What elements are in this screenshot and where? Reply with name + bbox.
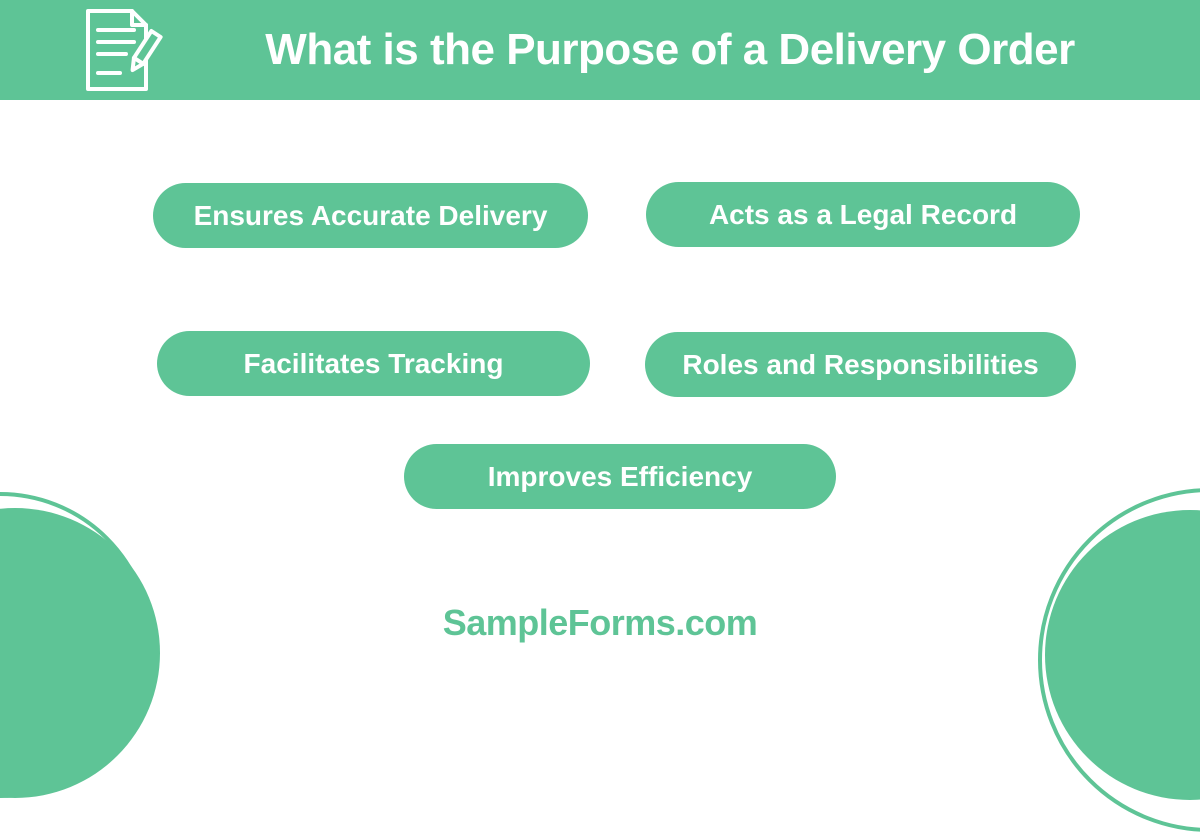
pill-improves-efficiency[interactable]: Improves Efficiency [404,444,836,509]
header-bar: What is the Purpose of a Delivery Order [0,0,1200,100]
brand-text: SampleForms.com [442,602,758,643]
pill-roles-and-responsibilities[interactable]: Roles and Responsibilities [645,332,1076,397]
pill-ensures-accurate-delivery[interactable]: Ensures Accurate Delivery [153,183,588,248]
pill-facilitates-tracking[interactable]: Facilitates Tracking [157,331,590,396]
pill-acts-as-legal-record[interactable]: Acts as a Legal Record [646,182,1080,247]
document-edit-icon [84,8,164,94]
page-title: What is the Purpose of a Delivery Order [265,25,1075,74]
bottom-left-circle [0,508,160,798]
